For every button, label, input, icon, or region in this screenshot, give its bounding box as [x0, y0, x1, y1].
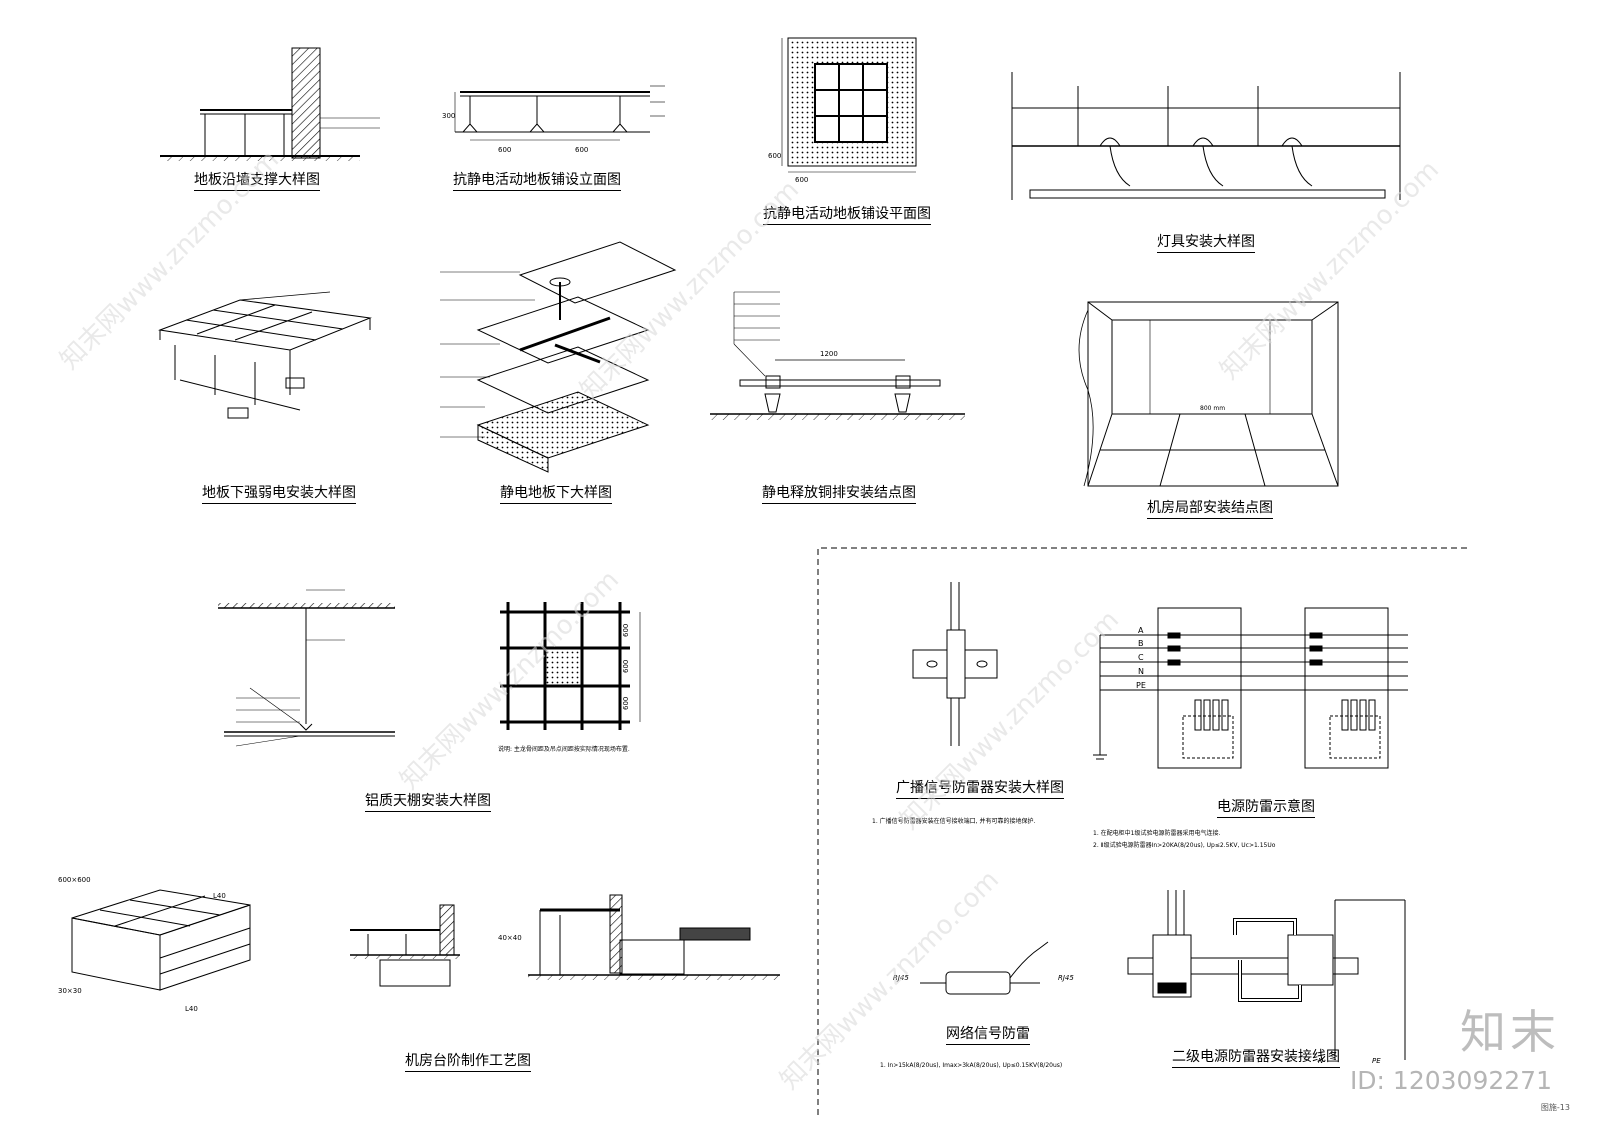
label-40x40: 40×40 [498, 934, 522, 942]
dim-600-b: 600 [575, 146, 588, 154]
label-600x600: 600×600 [58, 876, 91, 884]
note-broadcast: 1. 广播信号防雷器安装在信号接收端口, 并有可靠的接地保护. [872, 818, 1036, 825]
caption-network-protector: 网络信号防雷 [946, 1026, 1030, 1045]
sheet-number: 图施-13 [1540, 1103, 1570, 1112]
section-boundary-dashed [817, 547, 1470, 1115]
caption-underfloor-power: 地板下强弱电安装大样图 [202, 485, 356, 504]
drawing-copper-busbar [710, 292, 965, 420]
dim-600-a: 600 [498, 146, 511, 154]
grid-dim-1: 600 [622, 624, 630, 637]
caption-floor-plan: 抗静电活动地板铺设平面图 [763, 206, 931, 225]
caption-static-floor-layers: 静电地板下大样图 [500, 485, 612, 504]
caption-aluminum-ceiling: 铝质天棚安装大样图 [365, 793, 491, 812]
brand-logo: 知末 [1460, 1005, 1560, 1059]
note-power-1: 1. 在配电柜中1级试验电源防雷器采用电气连接. [1093, 830, 1221, 837]
caption-broadcast-protector: 广播信号防雷器安装大样图 [896, 780, 1064, 799]
drawing-ceiling-grid [500, 602, 641, 730]
label-l40-b: L40 [185, 1005, 198, 1013]
caption-power-lightning: 电源防雷示意图 [1217, 799, 1315, 818]
dim-1200: 1200 [820, 350, 838, 358]
label-n: N [1318, 1057, 1324, 1065]
caption-room-perspective: 机房局部安装结点图 [1147, 500, 1273, 519]
label-30x30: 30×30 [58, 987, 82, 995]
drawing-power-lightning-schematic [1093, 607, 1408, 769]
drawing-room-perspective [1078, 301, 1339, 487]
drawing-lamp-installation [1011, 72, 1401, 200]
caption-floor-elevation: 抗静电活动地板铺设立面图 [453, 172, 621, 191]
grid-dim-2: 600 [622, 660, 630, 673]
phase-n: N [1138, 667, 1144, 676]
drawing-broadcast-protector [912, 582, 998, 746]
note-power-2: 2. Ⅱ级试验电源防雷器In>20KA(8/20us), Up≤2.5KV, U… [1093, 842, 1276, 849]
drawing-static-floor-layers [476, 241, 677, 473]
annotation-leaders [235, 271, 780, 747]
drawing-spd-wiring [1127, 890, 1406, 1060]
phase-pe: PE [1136, 681, 1146, 690]
drawing-underfloor-power [158, 291, 372, 419]
caption-floor-wall-support: 地板沿墙支撑大样图 [194, 172, 320, 191]
image-id: ID: 1203092271 [1349, 1066, 1552, 1095]
note-ceiling: 说明: 主龙骨间距及吊点间距按实际情况现场布置. [498, 746, 630, 753]
phase-a: A [1138, 626, 1144, 635]
drawing-steps-iso [71, 889, 251, 991]
dim-800: 800 mm [1200, 405, 1225, 412]
drawing-network-protector [920, 941, 1049, 995]
drawing-step-section [350, 894, 780, 987]
label-rj45-a: RJ45 [893, 974, 909, 982]
drawing-aluminum-ceiling [218, 603, 395, 737]
caption-spd-wiring: 二级电源防雷器安装接线图 [1172, 1049, 1340, 1068]
label-l40-a: L40 [213, 892, 226, 900]
note-network: 1. In>15kA(8/20us), Imax>3kA(8/20us), Up… [880, 1062, 1063, 1069]
caption-steps: 机房台阶制作工艺图 [405, 1053, 531, 1072]
dim-600-d: 600 [795, 176, 808, 184]
caption-lamp-installation: 灯具安装大样图 [1157, 234, 1255, 253]
phase-b: B [1138, 639, 1144, 648]
dim-300: 300 [442, 112, 455, 120]
drawing-floor-plan [781, 37, 917, 173]
drawing-floor-elevation [454, 85, 665, 141]
phase-c: C [1138, 653, 1144, 662]
drawing-floor-wall-support [160, 47, 380, 161]
caption-copper-busbar: 静电释放铜排安装结点图 [762, 485, 916, 504]
dim-600-c: 600 [768, 152, 781, 160]
grid-dim-3: 600 [622, 697, 630, 710]
label-pe: PE [1372, 1057, 1381, 1065]
label-rj45-b: RJ45 [1058, 974, 1074, 982]
